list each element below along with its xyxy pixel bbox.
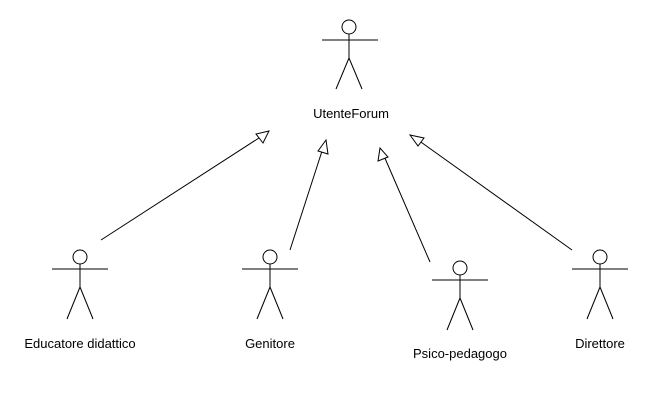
actor-direttore[interactable]: Direttore bbox=[572, 249, 628, 351]
actor-psico-pedagogo[interactable]: Psico-pedagogo bbox=[413, 260, 507, 361]
actor-genitore-figure bbox=[242, 249, 298, 320]
actor-educatore-didattico-figure bbox=[52, 249, 108, 320]
generalization-direttore[interactable] bbox=[408, 134, 573, 251]
actor-utenteforum-label: UtenteForum bbox=[313, 106, 389, 121]
actor-educatore-didattico[interactable]: Educatore didattico bbox=[24, 249, 136, 351]
generalization-genitore[interactable] bbox=[289, 138, 329, 251]
actor-utenteforum[interactable]: UtenteForum bbox=[313, 19, 389, 121]
actor-direttore-label: Direttore bbox=[575, 336, 625, 351]
actor-psico-pedagogo-label: Psico-pedagogo bbox=[413, 346, 507, 361]
actor-genitore-label: Genitore bbox=[245, 336, 295, 351]
actor-psico-pedagogo-figure bbox=[432, 260, 488, 331]
actor-educatore-didattico-label: Educatore didattico bbox=[24, 336, 135, 351]
actor-direttore-figure bbox=[572, 249, 628, 320]
actor-genitore[interactable]: Genitore bbox=[242, 249, 298, 351]
actor-utenteforum-figure bbox=[322, 19, 378, 90]
generalization-psico-pedagogo[interactable] bbox=[377, 146, 431, 263]
generalization-educatore[interactable] bbox=[100, 130, 270, 241]
